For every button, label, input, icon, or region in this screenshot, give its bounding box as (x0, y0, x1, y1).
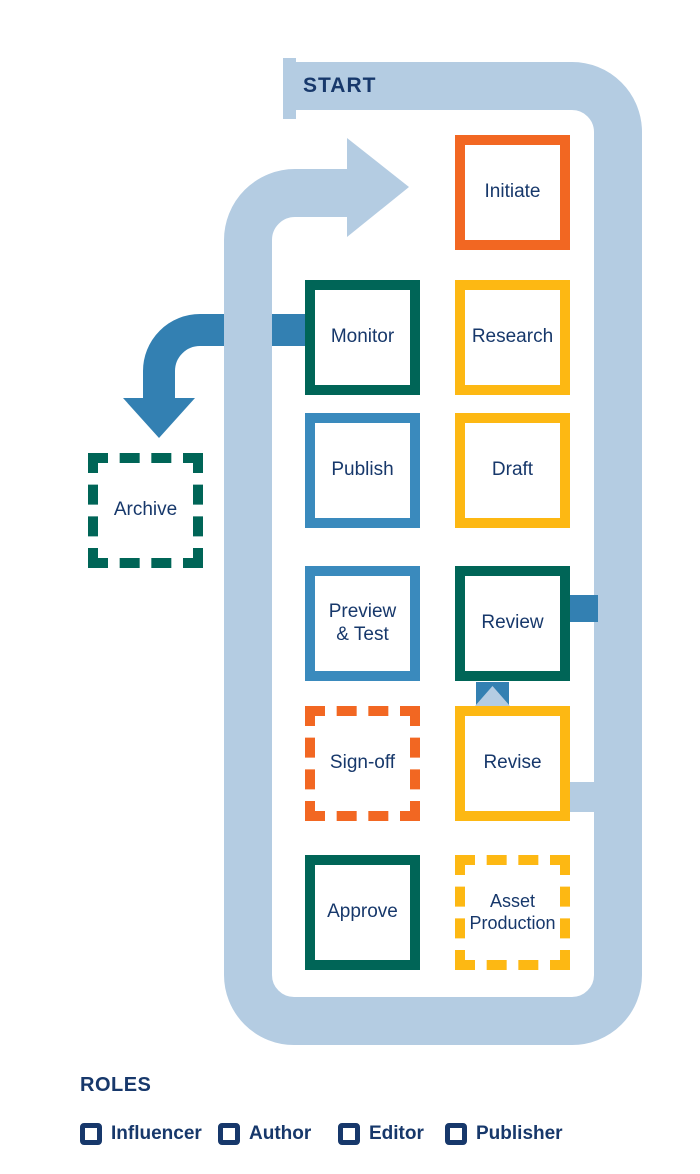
stage-label: Revise (483, 752, 542, 774)
archive-arrow-shaft (143, 314, 308, 400)
revise-in-connector (570, 782, 598, 812)
stage-label: Review (481, 612, 544, 634)
revise-to-review-arrow (475, 686, 510, 706)
stage-label: Preview & Test (328, 601, 397, 645)
stage-label: Initiate (484, 181, 541, 203)
stage-label: Approve (327, 901, 398, 923)
legend-heading: ROLES (80, 1074, 152, 1096)
legend-item-editor: Editor (338, 1123, 424, 1145)
stage-label: Archive (113, 499, 178, 521)
stage-box-monitor: Monitor (305, 280, 420, 395)
stage-box-revise: Revise (455, 706, 570, 821)
legend-label: Influencer (111, 1123, 202, 1144)
stage-label: Draft (491, 459, 534, 481)
stage-box-research: Research (455, 280, 570, 395)
editor-swatch-icon (338, 1123, 360, 1145)
stage-label: Research (471, 326, 554, 348)
stage-box-preview-test: Preview & Test (305, 566, 420, 681)
legend-label: Author (249, 1123, 312, 1144)
stage-label: Monitor (330, 326, 395, 348)
loop-arrow-head (347, 138, 409, 237)
stage-box-asset-production: Asset Production (455, 855, 570, 970)
stage-label: Sign-off (329, 752, 396, 774)
stage-label: Publish (331, 459, 394, 481)
author-swatch-icon (218, 1123, 240, 1145)
start-tab (283, 58, 296, 119)
legend-item-author: Author (218, 1123, 311, 1145)
stage-box-draft: Draft (455, 413, 570, 528)
stage-box-publish: Publish (305, 413, 420, 528)
legend-label: Editor (369, 1123, 424, 1144)
stage-box-archive: Archive (88, 453, 203, 568)
legend-label: Publisher (476, 1123, 563, 1144)
influencer-swatch-icon (80, 1123, 102, 1145)
stage-box-initiate: Initiate (455, 135, 570, 250)
archive-arrow-head (123, 398, 195, 438)
review-out-connector (570, 595, 598, 622)
stage-box-approve: Approve (305, 855, 420, 970)
stage-box-sign-off: Sign-off (305, 706, 420, 821)
legend-item-influencer: Influencer (80, 1123, 202, 1145)
stage-box-review: Review (455, 566, 570, 681)
stage-label: Asset Production (469, 891, 556, 933)
start-label: START (303, 74, 377, 97)
publisher-swatch-icon (445, 1123, 467, 1145)
legend-item-publisher: Publisher (445, 1123, 563, 1145)
main-loop-path (224, 62, 642, 1045)
